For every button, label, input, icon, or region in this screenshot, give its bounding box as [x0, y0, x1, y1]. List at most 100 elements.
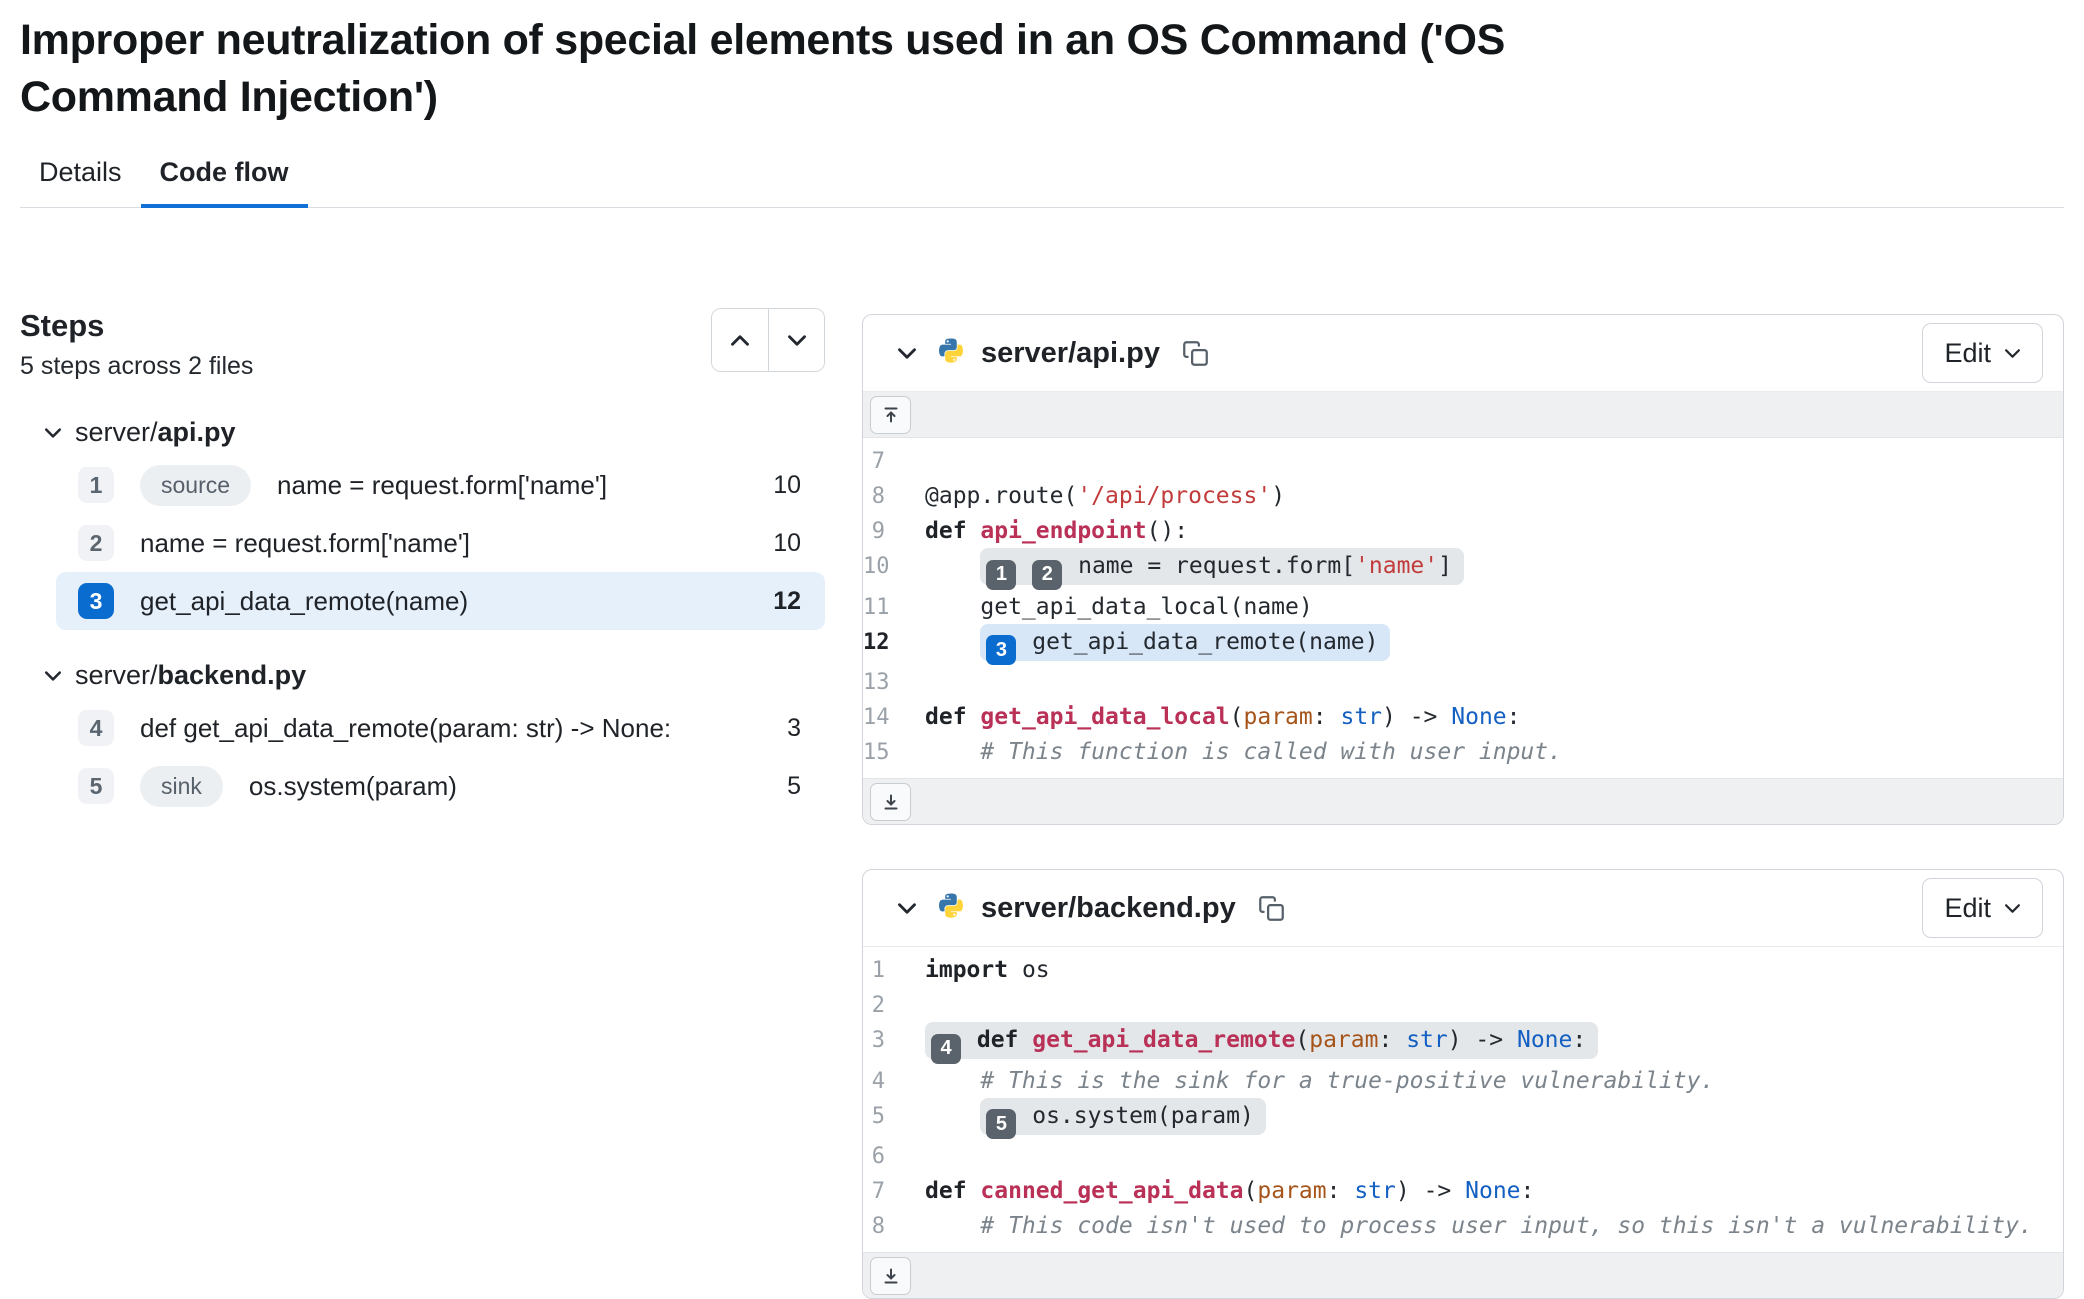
edit-dropdown-button[interactable]: Edit [1922, 323, 2043, 383]
code-line: 5 5 os.system(param) [863, 1097, 2063, 1139]
chevron-down-icon [44, 670, 62, 681]
code-token [963, 1027, 977, 1053]
steps-header: Steps 5 steps across 2 files [20, 308, 825, 381]
code-token [967, 1178, 981, 1204]
code-token: param [1309, 1027, 1379, 1053]
code-token: # This function is called with user inpu… [980, 739, 1562, 765]
code-token: (): [1146, 518, 1189, 544]
code-token [925, 1213, 980, 1239]
file-group-name: server/api.py [75, 417, 236, 447]
code-token: ) -> [1382, 704, 1452, 730]
code-text: 4 def get_api_data_remote(param: str) ->… [897, 1022, 1599, 1064]
scroll-strip-top [863, 392, 2063, 438]
code-line: 7 [863, 444, 2063, 479]
inline-step-badge[interactable]: 1 [986, 559, 1017, 590]
code-token: def [976, 1027, 1019, 1053]
step-tag-sink: sink [140, 765, 223, 807]
line-number: 10 [863, 554, 890, 579]
tab-code-flow[interactable]: Code flow [140, 142, 308, 208]
scroll-strip-bottom [863, 778, 2063, 824]
tab-bar: Details Code flow [20, 142, 2064, 208]
code-text: # This function is called with user inpu… [897, 735, 1562, 770]
code-token: str [1406, 1027, 1448, 1053]
step-number-badge: 1 [78, 467, 114, 503]
code-text: # This code isn't used to process user i… [897, 1209, 2032, 1244]
tab-details[interactable]: Details [39, 157, 122, 187]
code-token: : [1572, 1027, 1587, 1053]
file-group-name: server/backend.py [75, 660, 307, 690]
scroll-top-icon [884, 407, 897, 422]
code-line: 3 4 def get_api_data_remote(param: str) -… [863, 1022, 2063, 1064]
code-token: ] [1438, 553, 1452, 579]
step-code-text: name = request.form['name'] [140, 527, 471, 558]
chevron-up-icon [731, 334, 749, 346]
collapse-card-button[interactable] [893, 898, 921, 919]
step-line-number: 10 [773, 528, 801, 557]
steps-panel: Steps 5 steps across 2 files server/api.… [20, 308, 825, 815]
code-text: import os [897, 953, 1050, 988]
step-number-badge: 4 [78, 710, 114, 746]
code-token: ( [1295, 1027, 1310, 1053]
code-token [925, 739, 980, 765]
code-line: 15 # This function is called with user i… [863, 735, 2063, 770]
step-code-text: def get_api_data_remote(param: str) -> N… [140, 712, 672, 743]
main-content: Steps 5 steps across 2 files server/api.… [20, 308, 2064, 1299]
scroll-to-top-button[interactable] [870, 395, 911, 434]
code-token: : [1312, 704, 1341, 730]
code-token: ( [1229, 704, 1244, 730]
code-token: @app.route( [925, 483, 1078, 509]
code-token [967, 518, 981, 544]
step-row[interactable]: 4 def get_api_data_remote(param: str) -> … [56, 699, 825, 757]
file-group-header[interactable]: server/api.py [44, 417, 825, 448]
code-token: canned_get_api_data [980, 1178, 1244, 1204]
chevron-down-icon [44, 427, 62, 438]
code-token: def [925, 518, 967, 544]
line-number: 11 [863, 594, 890, 620]
edit-dropdown-button[interactable]: Edit [1922, 878, 2043, 938]
copy-file-button[interactable] [1254, 891, 1289, 926]
code-token: ) [1271, 483, 1286, 509]
line-number: 8 [871, 1214, 885, 1239]
chevron-down-icon [898, 902, 916, 914]
file-group-header[interactable]: server/backend.py [44, 660, 825, 691]
code-token [1018, 553, 1032, 579]
copy-file-button[interactable] [1178, 336, 1213, 371]
code-line: 4 # This is the sink for a true-positive… [863, 1064, 2063, 1099]
code-card-header: server/api.py Edit [863, 315, 2063, 392]
steps-subheading: 5 steps across 2 files [20, 352, 254, 380]
line-number: 3 [871, 1028, 885, 1053]
card-file-name: server/backend.py [981, 891, 1236, 924]
inline-step-badge[interactable]: 4 [931, 1033, 961, 1064]
line-number: 13 [863, 670, 890, 695]
page-title: Improper neutralization of special eleme… [20, 16, 1505, 121]
code-token: get_api_data_remote [1032, 1027, 1296, 1053]
python-icon [939, 893, 963, 918]
code-line: 13 [863, 665, 2063, 700]
line-number: 7 [871, 449, 885, 474]
inline-step-badge[interactable]: 3 [986, 635, 1017, 665]
code-token [925, 553, 980, 579]
code-text: def api_endpoint(): [897, 514, 1188, 549]
scroll-strip-bottom [863, 1252, 2063, 1298]
next-step-button[interactable] [768, 309, 824, 371]
chevron-down-icon [2005, 348, 2020, 358]
code-token: : [1326, 1178, 1355, 1204]
collapse-card-button[interactable] [893, 343, 921, 364]
inline-step-badge[interactable]: 2 [1032, 559, 1063, 590]
edit-button-label: Edit [1944, 337, 1991, 368]
previous-step-button[interactable] [712, 309, 768, 371]
scroll-to-bottom-button[interactable] [870, 782, 911, 821]
code-text [897, 665, 925, 700]
code-token: api_endpoint [980, 518, 1147, 544]
line-number: 5 [871, 1103, 885, 1129]
inline-step-badge[interactable]: 5 [986, 1109, 1017, 1139]
card-file-name: server/api.py [981, 336, 1160, 369]
